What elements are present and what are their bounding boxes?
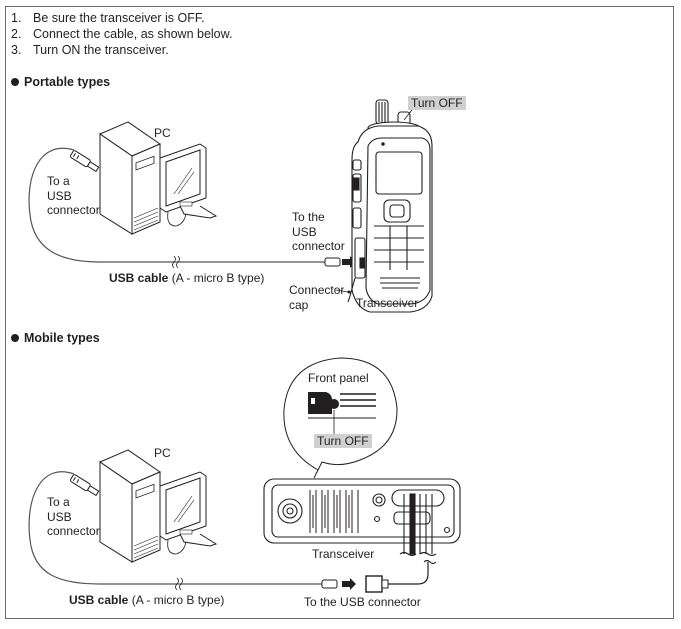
bullet-icon	[11, 334, 19, 342]
turn-off-leader-line	[403, 109, 413, 121]
portable-heading: Portable types	[11, 75, 110, 89]
portable-cable-label: USB cable (A - micro B type)	[109, 271, 265, 285]
portable-turn-off-label: Turn OFF	[408, 96, 466, 111]
step-list: 1.Be sure the transceiver is OFF. 2.Conn…	[11, 10, 232, 58]
step-item: 2.Connect the cable, as shown below.	[11, 27, 233, 41]
step-item: 1.Be sure the transceiver is OFF.	[11, 11, 205, 25]
portable-usb-a-plug	[69, 149, 100, 174]
bullet-icon	[11, 78, 19, 86]
front-panel-label: Front panel	[308, 371, 369, 385]
mobile-to-usb-label: To the USB connector	[304, 595, 421, 609]
mobile-transceiver-illustration	[263, 478, 461, 565]
mobile-pc-illustration	[99, 449, 217, 563]
portable-usb-a-label: To a USB connector	[47, 174, 100, 217]
mobile-turn-off-label: Turn OFF	[314, 434, 372, 449]
mobile-pc-label: PC	[154, 446, 171, 460]
portable-transceiver-illustration	[347, 99, 433, 313]
cap-leader-line	[335, 289, 349, 293]
mobile-micro-b-plug	[321, 562, 429, 593]
portable-transceiver-label: Transceiver	[356, 296, 419, 310]
arrow-right-icon	[342, 578, 356, 590]
front-panel-callout	[283, 357, 398, 479]
cable-break-icon	[175, 577, 183, 591]
cap-leader-dot	[347, 290, 351, 294]
mobile-cable-label: USB cable (A - micro B type)	[69, 593, 225, 607]
portable-to-usb-label: To the USB connector	[292, 210, 345, 253]
mobile-usb-a-label: To a USB connector	[47, 495, 100, 538]
portable-usb-cable	[28, 147, 325, 263]
cable-break-icon	[172, 255, 180, 269]
step-item: 3.Turn ON the transceiver.	[11, 43, 169, 57]
mobile-heading: Mobile types	[11, 331, 100, 345]
mobile-usb-cable	[28, 471, 322, 585]
mobile-transceiver-label: Transceiver	[312, 547, 375, 561]
portable-cap-label: Connector cap	[289, 283, 345, 312]
mobile-usb-a-plug	[69, 473, 100, 498]
micro-b-plug	[324, 256, 356, 268]
instruction-frame	[5, 6, 674, 619]
portable-pc-label: PC	[154, 126, 171, 140]
